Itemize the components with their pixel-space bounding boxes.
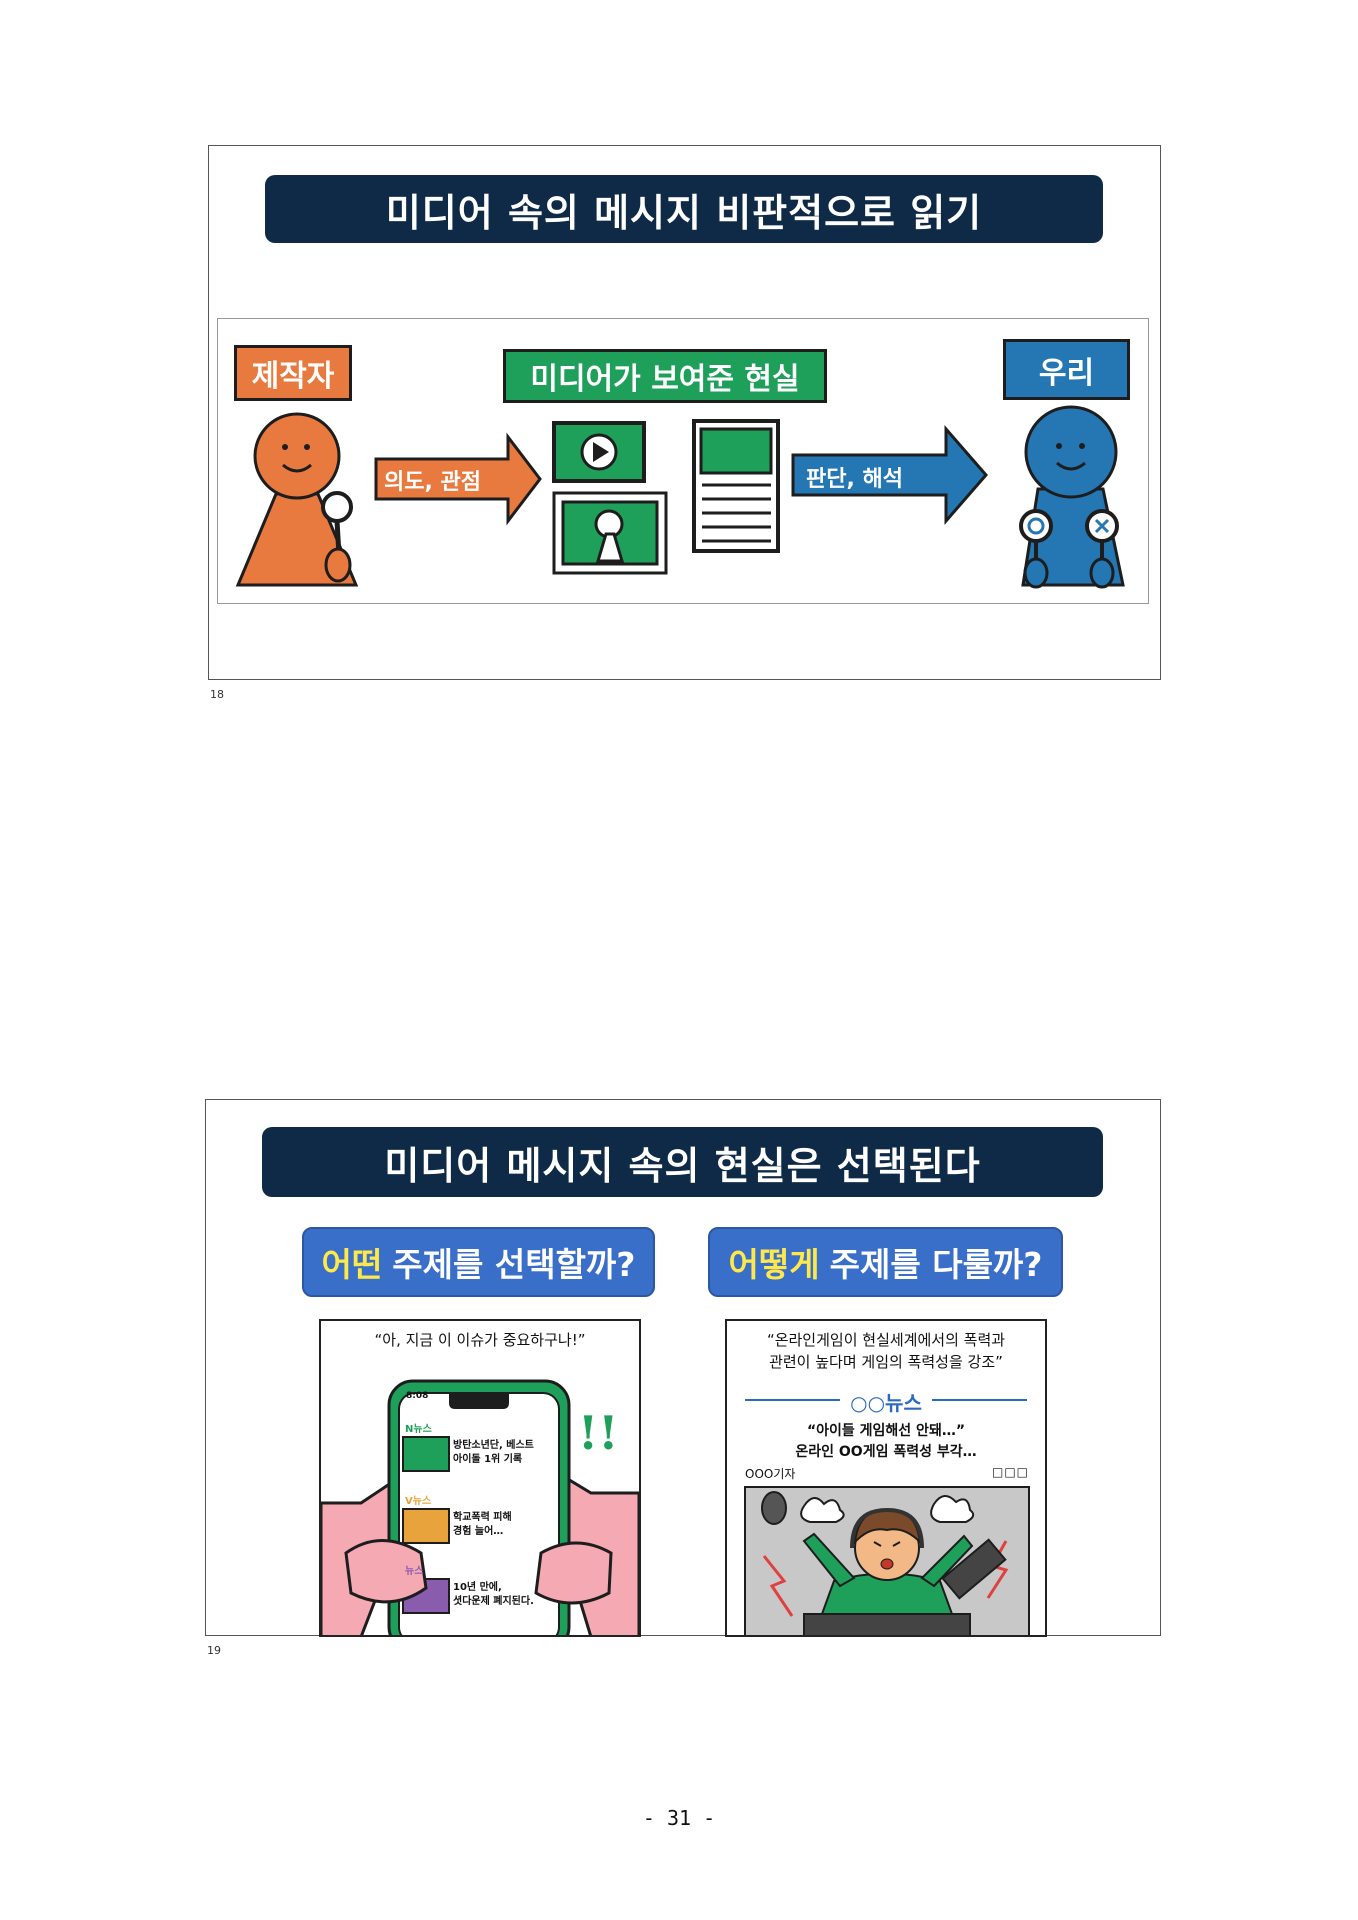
news-article-panel: “온라인게임이 현실세계에서의 폭력과 관련이 높다며 게임의 폭력성을 강조”… xyxy=(725,1319,1047,1637)
question-text: 주제를 선택할까? xyxy=(392,1245,636,1284)
reporter: OOO기자 xyxy=(745,1467,796,1481)
panel-caption: “아, 지금 이 이슈가 중요하구나!” xyxy=(374,1331,586,1349)
panel-caption-line2: 관련이 높다며 게임의 폭력성을 강조” xyxy=(769,1353,1003,1371)
slide-19: 미디어 메시지 속의 현실은 선택된다 어떤 주제를 선택할까? 어떻게 주제를… xyxy=(205,1099,1161,1637)
news-headline: 학교폭력 피해 경험 늘어… xyxy=(453,1512,512,1537)
news-source: N뉴스 xyxy=(405,1424,432,1435)
window-controls: □□□ xyxy=(991,1465,1029,1479)
media-photo-icon xyxy=(552,491,668,575)
us-figure xyxy=(1019,405,1125,589)
question-how-to-handle: 어떻게 주제를 다룰까? xyxy=(708,1227,1063,1297)
news-source: 뉴스 xyxy=(405,1566,424,1577)
producer-figure xyxy=(235,412,359,587)
intent-arrow xyxy=(374,432,542,526)
gamer-illustration xyxy=(744,1486,1030,1635)
media-flow-illustration xyxy=(235,405,1125,589)
media-video-icon xyxy=(552,421,646,483)
media-reality-label: 미디어가 보여준 현실 xyxy=(503,349,827,403)
question-highlight: 어떻게 xyxy=(728,1245,820,1284)
us-label: 우리 xyxy=(1003,339,1130,400)
hands-phone-illustration xyxy=(321,1379,639,1635)
slide-title: 미디어 속의 메시지 비판적으로 읽기 xyxy=(265,175,1103,243)
slide-number-18: 18 xyxy=(210,688,224,701)
media-article-icon xyxy=(692,419,780,553)
interpretation-arrow-label: 판단, 해석 xyxy=(806,467,903,492)
news-brand: ○○뉴스 xyxy=(850,1391,922,1415)
question-text: 주제를 다룰까? xyxy=(829,1245,1043,1284)
exclamation-mark: !! xyxy=(578,1406,619,1460)
slide-number-19: 19 xyxy=(207,1644,221,1657)
phone-news-panel: “아, 지금 이 이슈가 중요하구나!” 8:08 !! N뉴스 방탄소년단, … xyxy=(319,1319,641,1637)
question-which-topic: 어떤 주제를 선택할까? xyxy=(302,1227,655,1297)
page-number: - 31 - xyxy=(642,1806,716,1830)
news-headline: 10년 만에, 셧다운제 폐지된다. xyxy=(453,1582,534,1607)
headline: “아이들 게임해선 안돼…” 온라인 OO게임 폭력성 부각… xyxy=(795,1423,977,1460)
interpretation-arrow xyxy=(791,424,988,526)
slide-18: 미디어 속의 메시지 비판적으로 읽기 제작자 미디어가 보여준 현실 우리 xyxy=(208,145,1161,680)
producer-label: 제작자 xyxy=(234,345,352,401)
news-headline: 방탄소년단, 베스트 아이돌 1위 기록 xyxy=(453,1440,534,1465)
phone-time: 8:08 xyxy=(406,1391,429,1401)
panel-caption-line1: “온라인게임이 현실세계에서의 폭력과 xyxy=(766,1331,1006,1349)
news-source: V뉴스 xyxy=(405,1496,432,1507)
diagram-frame: 제작자 미디어가 보여준 현실 우리 xyxy=(217,318,1149,604)
slide-title: 미디어 메시지 속의 현실은 선택된다 xyxy=(262,1127,1103,1197)
news-brand-row: ○○뉴스 xyxy=(745,1387,1027,1415)
intent-arrow-label: 의도, 관점 xyxy=(384,470,481,495)
question-highlight: 어떤 xyxy=(321,1245,383,1284)
